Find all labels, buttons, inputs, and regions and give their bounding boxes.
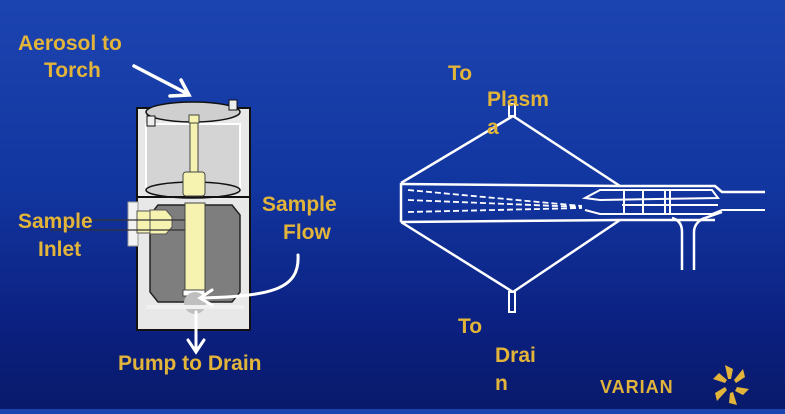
to-plasma-label-line1: To [448,62,472,85]
varian-logo-text: VARIAN [600,377,674,397]
aerosol-arrow [132,64,192,98]
to-plasma-label-line2: Plasm [487,88,549,111]
to-drain-label-line1: To [458,315,482,338]
to-drain-label-line3: n [495,372,508,395]
sample-inlet-label-line1: Sample [18,210,93,233]
to-plasma-label-line3: a [487,116,499,139]
varian-star-icon [713,365,749,405]
sample-flow-arrow [197,253,300,307]
to-drain-label-line2: Drai [495,344,536,367]
pump-drain-arrow [186,310,206,355]
aerosol-label-line2: Torch [44,59,101,82]
sample-flow-label-line1: Sample [262,193,337,216]
aerosol-label-line1: Aerosol to [18,32,122,55]
sample-inlet-label-line2: Inlet [38,238,81,261]
sample-flow-label-line2: Flow [283,221,331,244]
varian-logo: VARIAN [600,365,749,405]
spray-chamber-device [50,99,251,331]
pump-to-drain-label: Pump to Drain [118,352,262,375]
nebulizer-schematic [399,103,765,313]
